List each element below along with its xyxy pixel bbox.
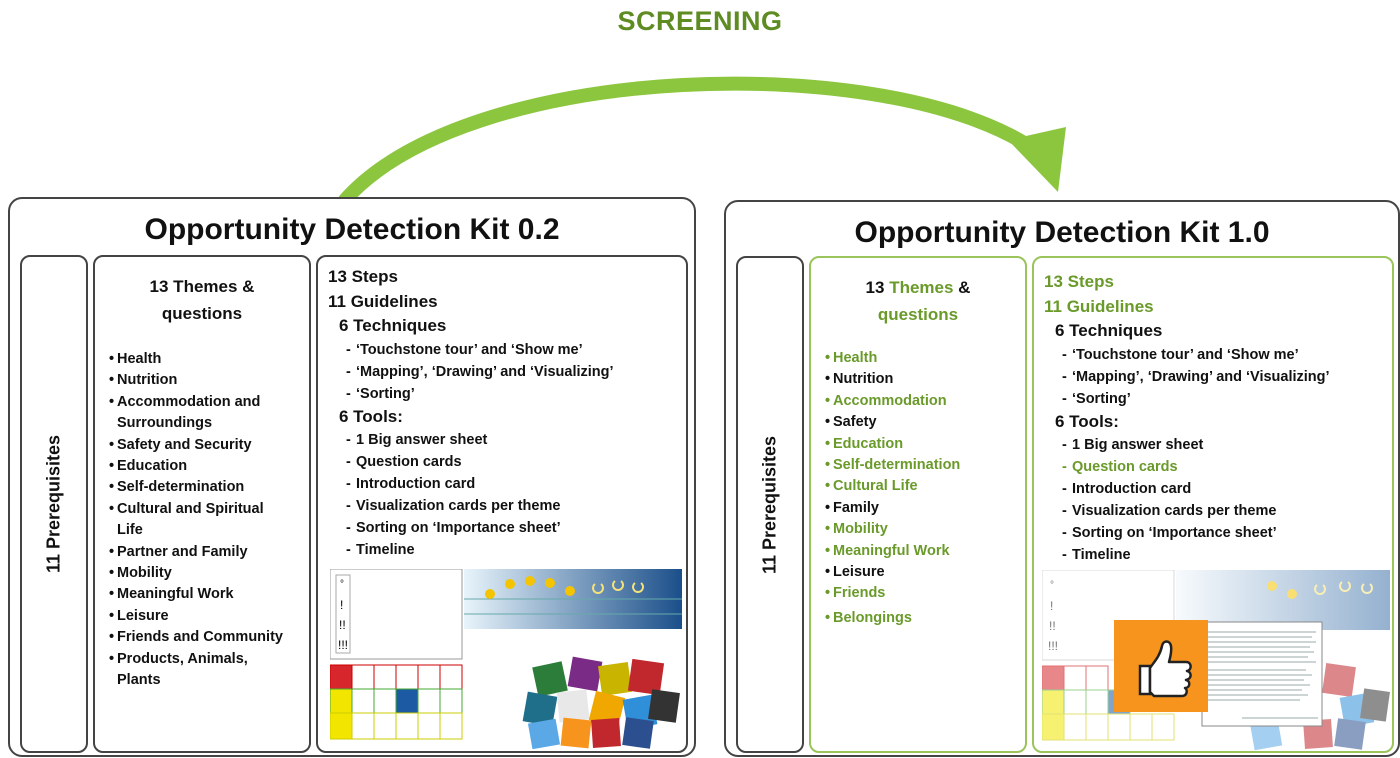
themes-heading-amp: &: [953, 278, 971, 297]
techniques-label-left: 6 Techniques: [339, 316, 447, 335]
svg-text:°: °: [1050, 580, 1054, 591]
theme-item: Self-determination: [825, 455, 1019, 477]
theme-item: Leisure: [109, 606, 303, 628]
technique-item: ‘Sorting’: [328, 383, 682, 405]
theme-item-continued: Life: [117, 522, 143, 539]
svg-text:!: !: [340, 598, 343, 612]
themes-box-right: 13 Themes & questions Health Nutrition A…: [809, 256, 1027, 753]
tool-item: Timeline: [1044, 544, 1388, 566]
theme-item: Belongings: [825, 608, 1019, 630]
theme-item: Education: [109, 456, 303, 478]
themes-list-left: Health Nutrition Accommodation and Surro…: [109, 349, 303, 692]
theme-item: Self-determination: [109, 477, 303, 499]
themes-heading-left-1: 13 Themes &: [149, 277, 255, 296]
theme-item: Nutrition: [109, 370, 303, 392]
techniques-label-right: 6 Techniques: [1055, 321, 1163, 340]
kit-left-panel: Opportunity Detection Kit 0.2 11 Prerequ…: [8, 197, 696, 757]
guidelines-label-right: 11 Guidelines: [1044, 296, 1154, 316]
theme-item: Partner and Family: [109, 542, 303, 564]
kit-left-title: Opportunity Detection Kit 0.2: [144, 213, 560, 246]
guidelines-label-left: 11 Guidelines: [328, 291, 438, 311]
tool-item: Introduction card: [1044, 478, 1388, 500]
svg-text:!!: !!: [1049, 619, 1056, 633]
technique-item: ‘Touchstone tour’ and ‘Show me’: [328, 339, 682, 361]
steps-label-right: 13 Steps: [1044, 272, 1114, 291]
themes-list-right: Health Nutrition Accommodation Safety Ed…: [825, 348, 1019, 630]
theme-item: Mobility: [109, 563, 303, 585]
theme-item: Friends and Community: [109, 627, 303, 649]
themes-heading-word: Themes: [889, 278, 954, 297]
technique-item: ‘Touchstone tour’ and ‘Show me’: [1044, 344, 1388, 366]
svg-text:!!!: !!!: [1048, 639, 1058, 653]
theme-item: Mobility: [825, 519, 1019, 541]
theme-item: Meaningful Work: [825, 541, 1019, 563]
theme-item: Nutrition: [825, 369, 1019, 391]
kit-right-panel: Opportunity Detection Kit 1.0 11 Prerequ…: [724, 200, 1400, 757]
tool-item: Timeline: [328, 539, 682, 561]
theme-item: Education: [825, 434, 1019, 456]
theme-item: Meaningful Work: [109, 584, 303, 606]
theme-item: Health: [109, 349, 303, 371]
prereq-box-left: 11 Prerequisites: [20, 255, 88, 753]
svg-text:°: °: [340, 579, 344, 590]
prereq-label-left: 11 Prerequisites: [43, 434, 64, 574]
themes-heading-left-2: questions: [161, 304, 243, 323]
theme-item: Accommodation and: [109, 392, 303, 414]
tool-item: Sorting on ‘Importance sheet’: [328, 517, 682, 539]
kit-cards-illustration-right: ° ! !! !!!: [1042, 570, 1390, 751]
technique-item: ‘Sorting’: [1044, 388, 1388, 410]
themes-heading-right-1: 13 Themes &: [811, 274, 1025, 301]
themes-box-left: 13 Themes & questions Health Nutrition A…: [93, 255, 311, 753]
screening-label: SCREENING: [617, 6, 783, 36]
technique-item: ‘Mapping’, ‘Drawing’ and ‘Visualizing’: [328, 361, 682, 383]
theme-item: Cultural Life: [825, 476, 1019, 498]
svg-text:!!!: !!!: [338, 638, 348, 652]
theme-item-continued: Plants: [117, 672, 161, 689]
technique-item: ‘Mapping’, ‘Drawing’ and ‘Visualizing’: [1044, 366, 1388, 388]
theme-item: Cultural and Spiritual: [109, 499, 303, 521]
tool-item: Question cards: [328, 451, 682, 473]
prereq-label-right: 11 Prerequisites: [759, 435, 780, 574]
steps-box-right: 13 Steps 11 Guidelines 6 Techniques ‘Tou…: [1032, 256, 1394, 753]
theme-item: Leisure: [825, 562, 1019, 584]
tools-label-left: 6 Tools:: [339, 406, 403, 426]
kit-cards-illustration-left: ° ! !! !!!: [330, 569, 682, 749]
theme-item: Safety and Security: [109, 435, 303, 457]
tool-item: Visualization cards per theme: [1044, 500, 1388, 522]
tool-item: 1 Big answer sheet: [328, 429, 682, 451]
kit-right-title: Opportunity Detection Kit 1.0: [854, 216, 1270, 249]
themes-heading-count: 13: [865, 278, 890, 297]
tool-item: Visualization cards per theme: [328, 495, 682, 517]
theme-item: Health: [825, 348, 1019, 370]
svg-text:!!: !!: [339, 618, 346, 632]
theme-item: Products, Animals,: [109, 649, 303, 671]
theme-item: Safety: [825, 412, 1019, 434]
tool-item: Sorting on ‘Importance sheet’: [1044, 522, 1388, 544]
themes-heading-right-2: questions: [877, 305, 959, 324]
tool-item: Introduction card: [328, 473, 682, 495]
steps-box-left: 13 Steps 11 Guidelines 6 Techniques ‘Tou…: [316, 255, 688, 753]
theme-item-continued: Surroundings: [117, 415, 213, 432]
theme-item: Accommodation: [825, 391, 1019, 413]
tool-item: 1 Big answer sheet: [1044, 434, 1388, 456]
svg-text:!: !: [1050, 599, 1053, 613]
prereq-box-right: 11 Prerequisites: [736, 256, 804, 753]
tool-item: Question cards: [1044, 456, 1388, 478]
theme-item: Friends: [825, 583, 1019, 605]
tools-label-right: 6 Tools:: [1055, 411, 1119, 431]
theme-item: Family: [825, 498, 1019, 520]
steps-label-left: 13 Steps: [328, 267, 398, 286]
